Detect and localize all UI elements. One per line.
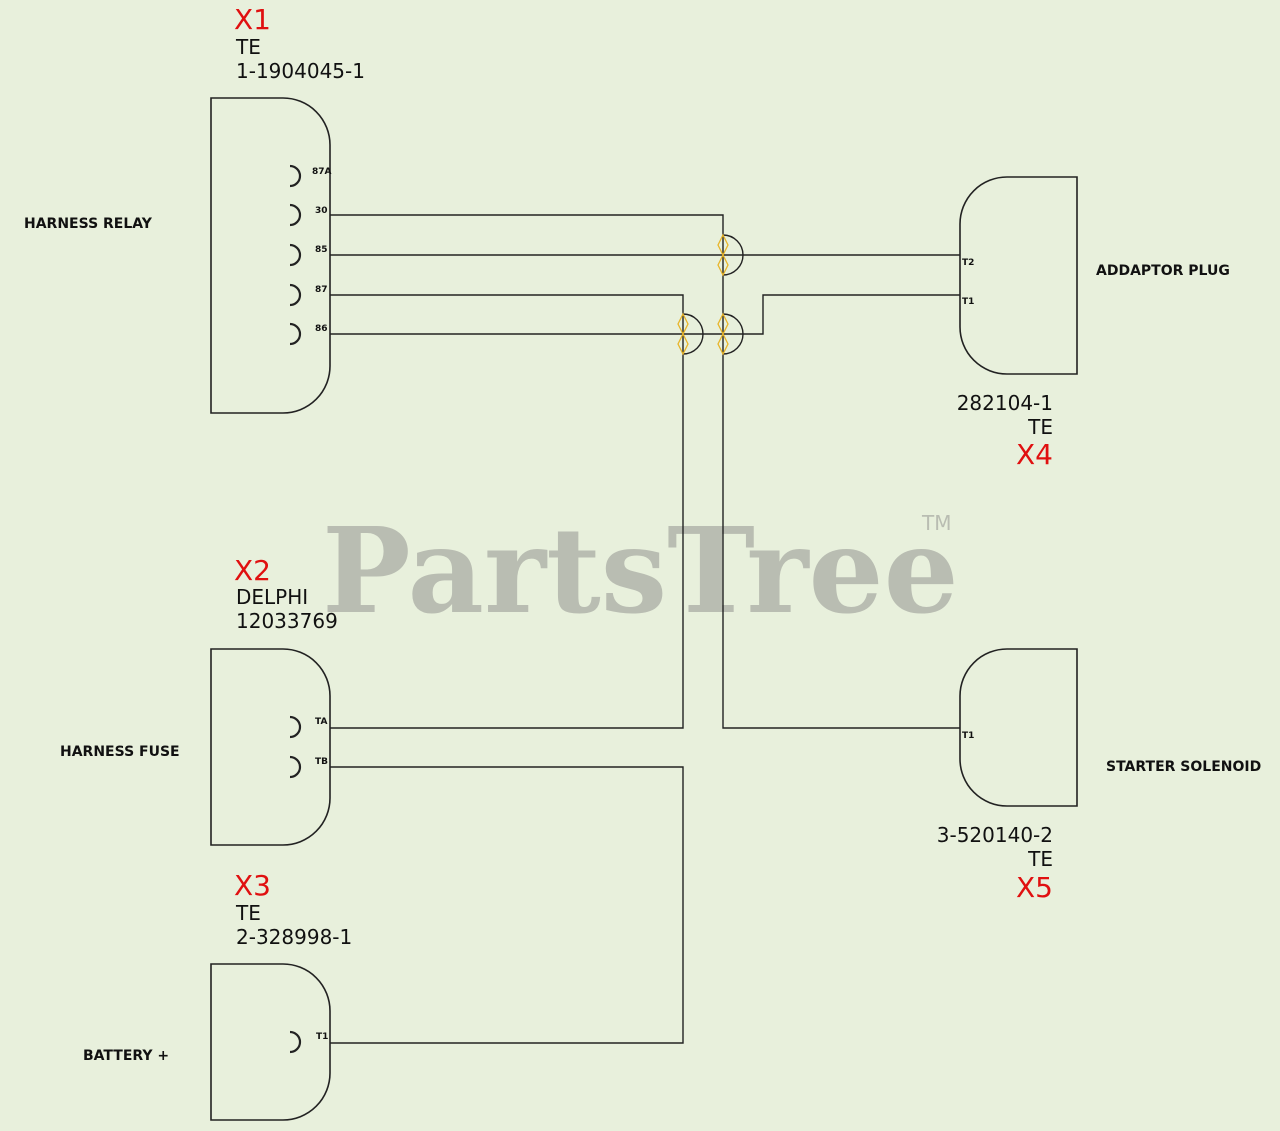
connector-x4-manufacturer: TE bbox=[1027, 415, 1053, 439]
connector-x3-id: X3 bbox=[234, 869, 271, 902]
connector-x2-pin-label: TA bbox=[315, 717, 327, 727]
wire-x1-86-to-x4-t1[interactable] bbox=[723, 294, 960, 335]
connector-x1-pin-label: 85 bbox=[315, 245, 328, 255]
connector-x5-label: STARTER SOLENOID bbox=[1106, 759, 1261, 775]
connector-x1-label: HARNESS RELAY bbox=[24, 216, 153, 232]
crossing-marker bbox=[717, 312, 729, 356]
connector-x1-part-number: 1-1904045-1 bbox=[236, 59, 365, 83]
connector-x2-pin-tb bbox=[289, 755, 302, 779]
connector-x1-pin-87a bbox=[289, 164, 302, 188]
watermark: PartsTree bbox=[322, 501, 959, 640]
connector-x4-pin-label: T1 bbox=[962, 297, 974, 307]
connector-x5-housing bbox=[959, 648, 1078, 807]
connector-x3[interactable]: X3 TE 2-328998-1 BATTERY + T1 bbox=[83, 869, 352, 1121]
connector-x2-part-number: 12033769 bbox=[236, 609, 338, 633]
connector-x3-manufacturer: TE bbox=[235, 901, 261, 925]
connector-x1-pin-85 bbox=[289, 243, 302, 267]
connector-x1-pin-86 bbox=[289, 322, 302, 346]
connector-x2[interactable]: X2 DELPHI 12033769 HARNESS FUSE TA TB bbox=[60, 554, 338, 846]
connector-x4-housing bbox=[959, 176, 1078, 375]
connector-x2-id: X2 bbox=[234, 554, 271, 587]
connector-x1[interactable]: X1 TE 1-1904045-1 HARNESS RELAY 87A 30 8… bbox=[24, 3, 365, 414]
connector-x3-pin-label: T1 bbox=[316, 1032, 328, 1042]
connector-x1-pin-87 bbox=[289, 283, 302, 307]
wire-x1-30-to-x5-t1[interactable] bbox=[330, 214, 960, 729]
connector-x1-housing bbox=[210, 97, 331, 414]
connector-x3-part-number: 2-328998-1 bbox=[236, 925, 352, 949]
connector-x2-label: HARNESS FUSE bbox=[60, 744, 180, 760]
crossing-marker bbox=[677, 312, 689, 356]
connector-x4-part-number: 282104-1 bbox=[957, 391, 1053, 415]
wire-x1-87-to-x2-ta[interactable] bbox=[330, 294, 684, 729]
connector-x1-pin-label: 30 bbox=[315, 206, 328, 216]
watermark-trademark: TM bbox=[921, 511, 951, 535]
connector-x4-id: X4 bbox=[1016, 438, 1053, 471]
connector-x4-label: ADDAPTOR PLUG bbox=[1096, 263, 1230, 279]
connector-x5-part-number: 3-520140-2 bbox=[937, 823, 1053, 847]
connector-x3-label: BATTERY + bbox=[83, 1048, 169, 1064]
connector-x3-pin-t1 bbox=[289, 1030, 302, 1054]
crossing-marker bbox=[717, 233, 729, 277]
connector-x3-housing bbox=[210, 963, 331, 1121]
wire-x2-tb-to-x3-t1[interactable] bbox=[330, 766, 684, 1044]
connector-x5[interactable]: T1 STARTER SOLENOID 3-520140-2 TE X5 bbox=[937, 648, 1261, 904]
connector-x2-pin-ta bbox=[289, 715, 302, 739]
connector-x1-id: X1 bbox=[234, 3, 271, 36]
connector-x4[interactable]: T2 T1 ADDAPTOR PLUG 282104-1 TE X4 bbox=[957, 176, 1230, 471]
connector-x1-manufacturer: TE bbox=[235, 35, 261, 59]
connector-x5-manufacturer: TE bbox=[1027, 847, 1053, 871]
connector-x4-pin-label: T2 bbox=[962, 258, 974, 268]
connector-x2-manufacturer: DELPHI bbox=[236, 585, 308, 609]
connector-x5-pin-label: T1 bbox=[962, 731, 974, 741]
connector-x1-pin-label: 87 bbox=[315, 285, 328, 295]
connector-x1-pin-label: 87A bbox=[312, 167, 332, 177]
connector-x1-pin-label: 86 bbox=[315, 324, 328, 334]
connector-x5-id: X5 bbox=[1016, 871, 1053, 904]
connector-x2-housing bbox=[210, 648, 331, 846]
connector-x2-pin-label: TB bbox=[315, 757, 328, 767]
connector-x1-pin-30 bbox=[289, 203, 302, 227]
